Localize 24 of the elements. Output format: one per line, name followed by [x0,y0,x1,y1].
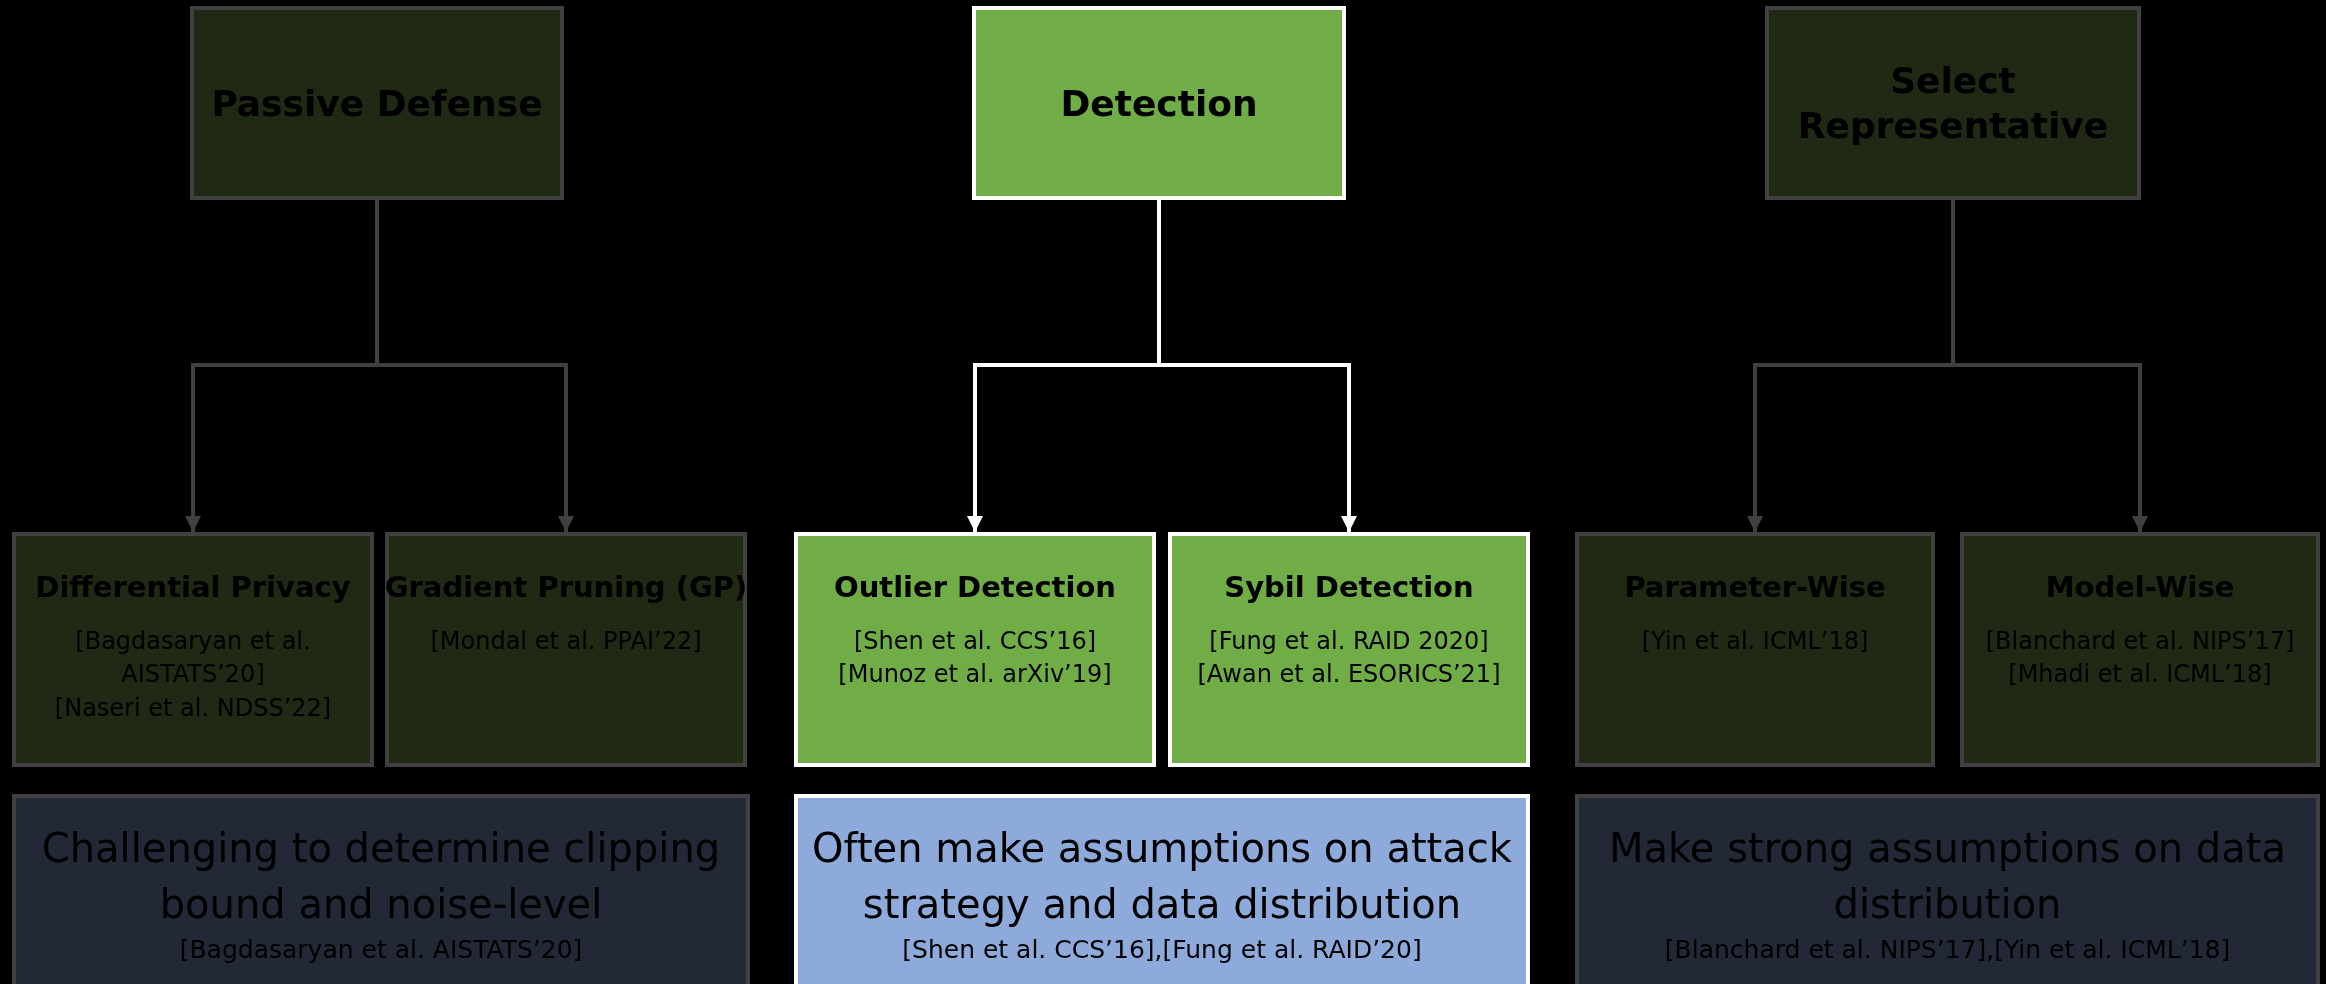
method-box [1575,532,1935,767]
connector-arrow [375,200,574,532]
connector-arrow [1951,200,2148,532]
category-box [1765,6,2141,200]
reference-text: [Shen et al. CCS’16],[Fung et al. RAID’20] [902,934,1422,966]
method-box [1960,532,2320,767]
method-box [385,532,747,767]
method-title: Outlier Detection [834,570,1116,605]
method-title: Sybil Detection [1224,570,1474,605]
category-title: Detection [1060,81,1258,126]
reference-text: [Awan et al. ESORICS’21] [1197,659,1501,691]
connector-arrow [1157,200,1357,532]
method-box [794,532,1156,767]
method-box [1168,532,1530,767]
reference-text: [Fung et al. RAID 2020] [1209,625,1489,657]
category-box [190,6,564,200]
reference-text: [Munoz et al. arXiv’19] [838,659,1112,691]
limitation-text: Often make assumptions on attack strategy and data distribution [811,824,1513,929]
reference-text: [Shen et al. CCS’16] [853,625,1097,657]
method-box [12,532,374,767]
limitation-box [12,794,750,984]
limitation-box [1575,794,2320,984]
category-box [972,6,1346,200]
limitation-box [794,794,1530,984]
